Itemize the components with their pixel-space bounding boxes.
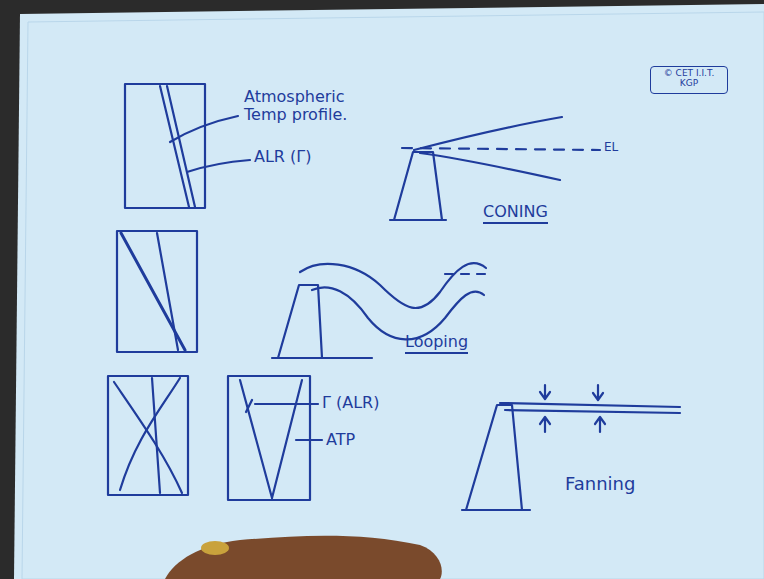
- plume-outline: [500, 403, 680, 407]
- plume-outline: [312, 287, 484, 339]
- stamp-text: © CET I.I.T. KGP: [656, 69, 722, 89]
- chimney-stack: [462, 405, 530, 510]
- temp-profile-line: [121, 233, 185, 350]
- plume-type-title: CONING: [483, 203, 548, 224]
- leader-line: [296, 439, 322, 441]
- stamp-box: © CET I.I.T. KGP: [650, 66, 728, 94]
- chimney-stack: [390, 152, 446, 220]
- profile-box: [117, 231, 197, 352]
- paper-edge: [22, 12, 764, 579]
- temp-profile-line: [160, 86, 189, 207]
- alr-line: [240, 380, 272, 498]
- presenter-hand: [165, 536, 442, 579]
- down-arrow: [540, 385, 550, 399]
- profile-label: Γ (ALR): [322, 394, 379, 412]
- ring: [201, 541, 229, 555]
- plume-type-title: Fanning: [565, 474, 635, 495]
- profile-label: ATP: [326, 431, 355, 449]
- tick-mark: [246, 400, 252, 412]
- profile-box: [228, 376, 310, 500]
- leader-line: [187, 160, 250, 172]
- elevation-line: [445, 273, 490, 275]
- alr-line: [157, 233, 178, 350]
- temp-profile-line: [114, 382, 182, 493]
- plume-outline: [505, 410, 680, 413]
- profile-label: Atmospheric Temp profile.: [244, 88, 364, 125]
- leader-line: [255, 403, 318, 405]
- down-arrow: [593, 385, 603, 400]
- profile-box: [125, 84, 205, 208]
- plume-type-title: Looping: [405, 333, 468, 354]
- elevation-line: [402, 148, 600, 150]
- elevation-label: EL: [604, 141, 618, 155]
- leader-line: [170, 116, 238, 142]
- profile-label: ALR (Γ): [254, 148, 311, 166]
- chimney-stack: [272, 285, 372, 358]
- up-arrow: [540, 417, 550, 432]
- plume-outline: [414, 117, 562, 150]
- alr-line: [152, 378, 160, 493]
- alr-line: [167, 86, 195, 207]
- plume-outline: [420, 153, 560, 180]
- paper-sheet: [14, 4, 764, 579]
- up-arrow: [595, 417, 605, 432]
- profile-box: [108, 376, 188, 495]
